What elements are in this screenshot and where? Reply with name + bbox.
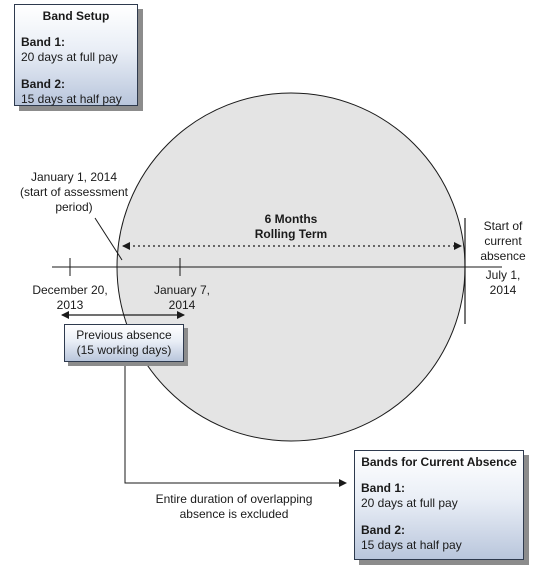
july-1-label: July 1, 2014: [470, 268, 536, 298]
exclusion-connector: [124, 362, 347, 487]
exclusion-note-line1: Entire duration of overlapping: [155, 492, 313, 506]
exclusion-note: Entire duration of overlapping absence i…: [136, 492, 332, 522]
band-setup-title: Band Setup: [42, 9, 110, 23]
current-absence-bands-box: Bands for Current Absence Band 1: 20 day…: [354, 450, 524, 560]
rolling-term-line2: Rolling Term: [254, 227, 328, 241]
current-start-line1: Start of: [483, 219, 523, 233]
band-setup-box: Band Setup Band 1: 20 days at full pay B…: [14, 4, 138, 106]
previous-absence-line2: (15 working days): [76, 343, 172, 357]
assessment-start-label: January 1, 2014 (start of assessment per…: [4, 170, 144, 215]
january-7-line2: 2014: [168, 298, 196, 312]
current-start-line2: current: [484, 234, 522, 248]
rolling-term-line1: 6 Months: [264, 212, 318, 226]
current-bands-band2-text: 15 days at half pay: [361, 538, 462, 552]
previous-absence-line1: Previous absence: [76, 328, 172, 342]
january-7-label: January 7, 2014: [142, 283, 222, 313]
current-bands-band1-text: 20 days at full pay: [361, 496, 458, 510]
assessment-start-line3: period): [55, 200, 93, 214]
july-1-line2: 2014: [489, 283, 517, 297]
january-7-line1: January 7,: [153, 283, 211, 297]
band-setup-band1-text: 20 days at full pay: [21, 50, 118, 64]
current-bands-title: Bands for Current Absence: [361, 455, 517, 469]
december-20-line1: December 20,: [32, 283, 108, 297]
assessment-start-line2: (start of assessment: [19, 185, 129, 199]
current-bands-band1-label: Band 1:: [361, 481, 406, 495]
band-setup-band1-label: Band 1:: [21, 35, 66, 49]
assessment-start-line1: January 1, 2014: [30, 170, 118, 184]
rolling-term-label: 6 Months Rolling Term: [241, 212, 341, 242]
december-20-line2: 2013: [56, 298, 84, 312]
band-setup-band2-label: Band 2:: [21, 77, 66, 91]
december-20-label: December 20, 2013: [22, 283, 118, 313]
current-start-line3: absence: [480, 249, 526, 263]
current-absence-start-label: Start of current absence: [470, 219, 536, 264]
assessment-start-pointer: [94, 217, 123, 261]
previous-absence-box: Previous absence (15 working days): [64, 324, 184, 362]
band-setup-band2-text: 15 days at half pay: [21, 92, 122, 106]
july-1-line1: July 1,: [485, 268, 521, 282]
current-bands-band2-label: Band 2:: [361, 523, 406, 537]
exclusion-note-line2: absence is excluded: [179, 507, 289, 521]
